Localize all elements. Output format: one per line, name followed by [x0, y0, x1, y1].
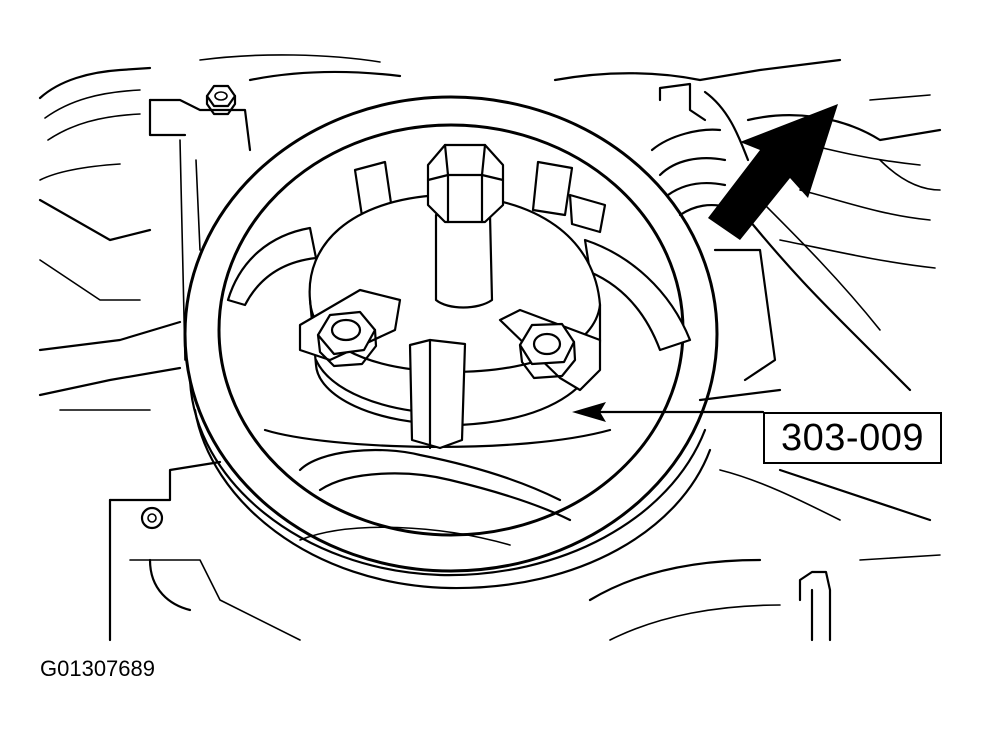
callout-label: 303-009 [781, 416, 924, 459]
bolt-icon [205, 84, 237, 116]
engine-background-left [38, 54, 402, 642]
figure-id: G01307689 [40, 656, 155, 681]
engine-background-right [553, 58, 942, 642]
callout-label-box: 303-009 [763, 412, 942, 464]
callout-leader [572, 402, 765, 422]
bolt-icon [298, 288, 402, 368]
arrow-icon [708, 104, 838, 240]
bolt-icon [498, 308, 602, 392]
